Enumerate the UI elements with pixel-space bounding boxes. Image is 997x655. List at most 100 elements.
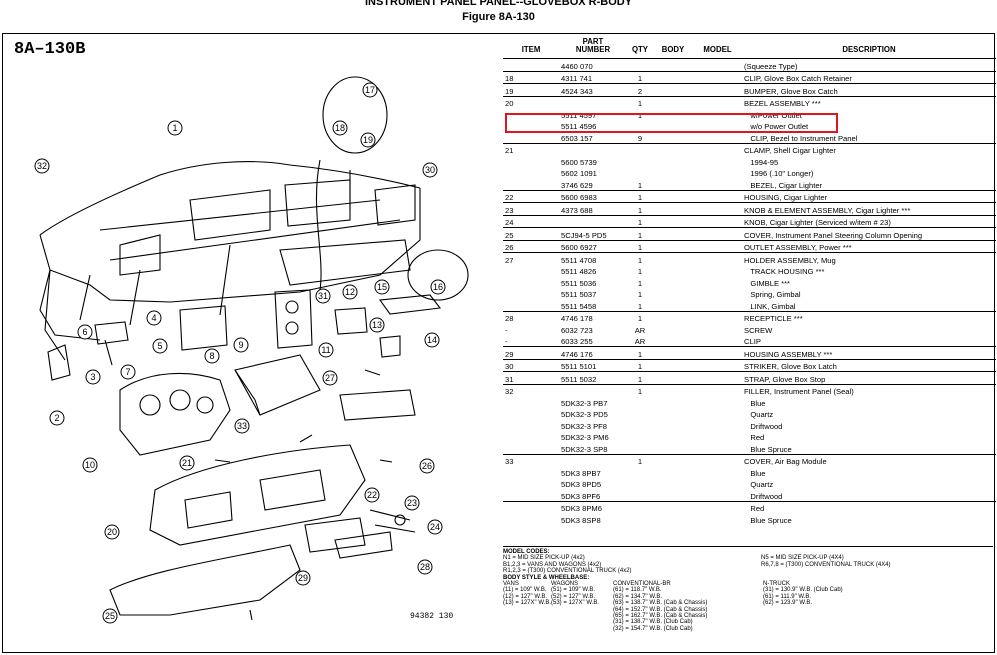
table-row: 5602 1091 1996 (.10" Longer) bbox=[503, 167, 996, 179]
cell-body bbox=[653, 500, 693, 513]
cell-item bbox=[503, 489, 559, 501]
cell-description: Blue Spruce bbox=[744, 515, 792, 525]
cell-body bbox=[653, 419, 693, 431]
diagram-reference: 94382 130 bbox=[410, 612, 454, 621]
col-body: BODY bbox=[653, 38, 693, 59]
callout-7: 7 bbox=[120, 364, 136, 380]
body-style-code: (32) = 154.7" W.B. (Club Cab) bbox=[613, 625, 693, 632]
cell-body bbox=[653, 83, 693, 96]
cell-description: Blue Spruce bbox=[744, 444, 792, 454]
svg-text:32: 32 bbox=[37, 161, 47, 171]
cell-body bbox=[653, 478, 693, 490]
body-col-wagons: WAGONS bbox=[551, 581, 579, 588]
cell-qty: 2 bbox=[627, 83, 653, 96]
cell-item: 32 bbox=[503, 383, 559, 396]
model-code: N1 = MID SIZE PICK-UP (4x2) bbox=[503, 555, 585, 562]
cell-body bbox=[653, 252, 693, 265]
cell-description: BEZEL ASSEMBLY *** bbox=[742, 95, 996, 108]
cell-description: SCREW bbox=[744, 325, 773, 335]
cell-qty bbox=[627, 466, 653, 478]
cell-qty bbox=[627, 396, 653, 408]
callout-21: 21 bbox=[179, 455, 195, 471]
cell-body bbox=[653, 214, 693, 228]
cell-item: 22 bbox=[503, 189, 559, 203]
cell-description: CLIP bbox=[744, 337, 761, 346]
table-row: 5600 5739 1994-95 bbox=[503, 155, 996, 167]
table-row: 5DK32-3 PD5 Quartz bbox=[503, 408, 996, 420]
callout-8: 8 bbox=[204, 348, 220, 364]
cell-body bbox=[653, 95, 693, 108]
svg-text:15: 15 bbox=[377, 282, 387, 292]
cell-item: 28 bbox=[503, 310, 559, 323]
cell-qty bbox=[627, 142, 653, 155]
cell-body bbox=[653, 265, 693, 277]
table-row: 5DK3 8PF6 Driftwood bbox=[503, 489, 996, 501]
body-style-row: (65) = 162.7" W.B. (Cab & Chassis) bbox=[503, 613, 993, 619]
col-qty: QTY bbox=[627, 38, 653, 59]
table-row: 5DK32-3 SP8 Blue Spruce bbox=[503, 442, 996, 454]
cell-item: 26 bbox=[503, 239, 559, 253]
cell-qty: 1 bbox=[637, 110, 643, 120]
cell-qty: 1 bbox=[637, 180, 643, 190]
cell-part-number: 6503 157 bbox=[561, 133, 593, 143]
svg-text:1: 1 bbox=[172, 123, 177, 133]
cell-item: - bbox=[505, 325, 508, 335]
body-style-heading: BODY STYLE & WHEELBASE: bbox=[503, 574, 590, 581]
cell-model bbox=[693, 396, 742, 408]
cell-part-number: 5DK3 8PM6 bbox=[559, 500, 627, 513]
cell-item bbox=[503, 167, 559, 179]
cell-body bbox=[653, 310, 693, 323]
svg-text:10: 10 bbox=[85, 460, 95, 470]
cell-qty bbox=[627, 500, 653, 513]
cell-item bbox=[503, 500, 559, 513]
cell-item: 30 bbox=[503, 358, 559, 372]
cell-part-number: 5DK3 8PF6 bbox=[561, 491, 601, 501]
cell-qty: 1 bbox=[627, 95, 653, 108]
cell-description: Driftwood bbox=[744, 491, 783, 501]
cell-model bbox=[693, 310, 742, 323]
cell-description: Driftwood bbox=[744, 421, 783, 431]
table-row: 5DK3 8PB7 Blue bbox=[503, 466, 996, 478]
cell-body bbox=[653, 453, 693, 466]
body-style-code bbox=[763, 626, 923, 632]
svg-text:14: 14 bbox=[427, 335, 437, 345]
svg-text:29: 29 bbox=[298, 573, 308, 583]
cell-description: HOUSING, Cigar Lighter bbox=[742, 189, 996, 203]
cell-part-number: 5DK32-3 PF8 bbox=[561, 421, 608, 431]
cell-description: CLIP, Bezel to Instrument Panel bbox=[744, 133, 858, 143]
body-style-code: (12) = 127" W.B. bbox=[503, 593, 547, 600]
cell-item bbox=[503, 442, 559, 454]
cell-description: CLAMP, Shell Cigar Lighter bbox=[742, 142, 996, 155]
cell-description: Spring, Gimbal bbox=[744, 290, 801, 299]
cell-item: 18 bbox=[503, 70, 559, 84]
cell-description: Red bbox=[744, 433, 765, 442]
table-row: 5DK32-3 PF8 Driftwood bbox=[503, 419, 996, 431]
cell-qty: 1 bbox=[637, 278, 643, 288]
cell-part-number: 5DK32-3 PB7 bbox=[561, 398, 608, 408]
cell-description: KNOB, Cigar Lighter (Serviced w/item # 2… bbox=[742, 214, 996, 228]
callout-20: 20 bbox=[104, 524, 120, 540]
cell-part-number: 5511 4708 bbox=[559, 252, 627, 265]
svg-text:11: 11 bbox=[321, 345, 330, 355]
table-row: 5DK32-3 PB7 Blue bbox=[503, 396, 996, 408]
table-row: 5511 4596 w/o Power Outlet bbox=[503, 120, 996, 132]
cell-part-number: 4311 741 bbox=[559, 70, 627, 84]
svg-text:2: 2 bbox=[54, 413, 59, 423]
cell-item bbox=[503, 419, 559, 431]
cell-item: 31 bbox=[503, 371, 559, 384]
callout-32: 32 bbox=[34, 158, 50, 174]
cell-part-number: 4460 070 bbox=[559, 58, 627, 71]
cell-model bbox=[693, 489, 742, 501]
cell-item: 29 bbox=[503, 346, 559, 359]
cell-model bbox=[693, 453, 742, 466]
cell-description: CLIP, Glove Box Catch Retainer bbox=[742, 70, 996, 84]
body-style-code bbox=[551, 626, 613, 632]
cell-description: 1994-95 bbox=[744, 157, 779, 167]
cell-qty: AR bbox=[634, 337, 646, 346]
cell-item bbox=[503, 155, 559, 167]
